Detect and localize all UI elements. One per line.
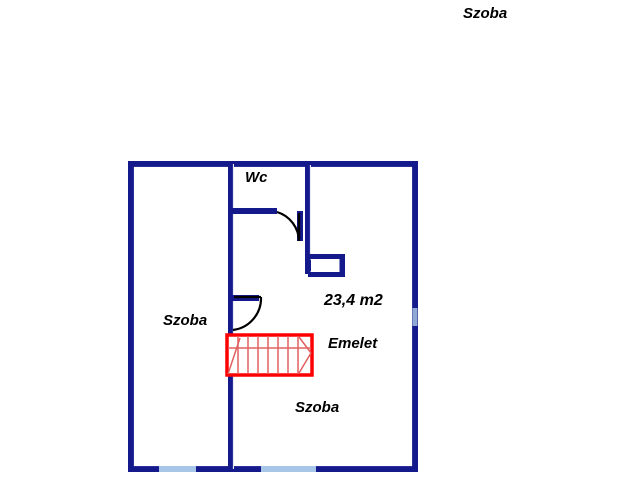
stair-diagonal-right-upper xyxy=(298,336,312,354)
room-door-swing-arc xyxy=(232,296,263,332)
wc-door xyxy=(276,210,301,242)
closet-box-highlight xyxy=(310,259,340,272)
label-floor-level: Emelet xyxy=(328,335,378,352)
wc-door-swing-arc xyxy=(276,210,301,242)
closet-box xyxy=(308,254,345,277)
label-area: 23,4 m2 xyxy=(324,292,383,309)
staircase xyxy=(225,333,314,377)
stair-diagonal-left xyxy=(227,337,241,375)
stair-diagonal-right-lower xyxy=(298,352,312,374)
label-top-room: Szoba xyxy=(463,5,508,22)
label-bottom-room: Szoba xyxy=(295,399,340,416)
outer-wall-inner-highlight xyxy=(133,166,413,467)
label-wc: Wc xyxy=(245,169,268,186)
room-door xyxy=(232,295,263,332)
label-left-room: Szoba xyxy=(163,312,208,329)
